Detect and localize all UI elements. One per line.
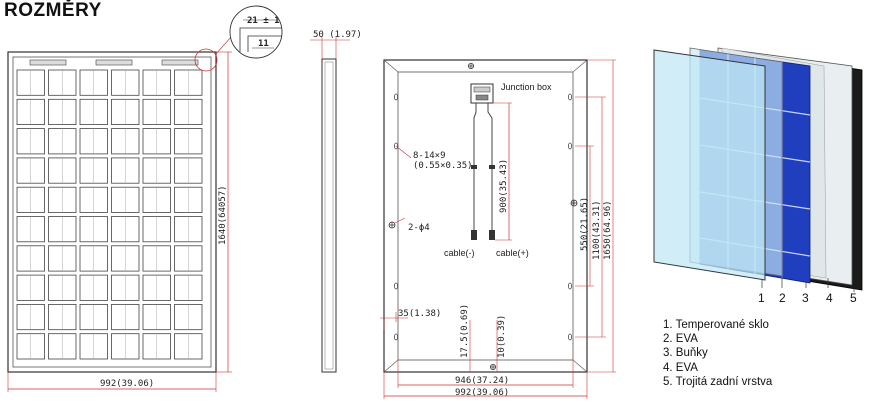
holes-dim: 8-14×9: [413, 151, 446, 161]
junction-box-label: Junction box: [501, 82, 552, 92]
legend-item-3: 3. Buňky: [663, 347, 708, 360]
detail-marker: [194, 48, 218, 72]
side-thickness-dim: 50 (1.97): [313, 30, 362, 40]
front-view: 21 ± 1 11 1640(64057) 992(39.06): [7, 5, 283, 392]
dim-35: 35(1.38): [398, 309, 441, 319]
page-title: ROZMĚRY: [4, 0, 102, 21]
legend-item-4: 4. EVA: [663, 361, 698, 374]
bus-strip: [29, 59, 67, 66]
bus-strip: [95, 59, 133, 66]
dim-10: 10(0.39): [497, 315, 507, 358]
layer-number-4: 4: [826, 291, 833, 305]
cable-plus-connector: [489, 230, 495, 240]
cable-plus-label: cable(+): [496, 248, 529, 258]
detail-dim-21: 21 ± 1: [247, 16, 280, 26]
cell-grid: [16, 59, 203, 360]
layer-number-5: 5: [850, 291, 857, 305]
ground-dim: 2-ϕ4: [408, 223, 430, 233]
dim-1650: 1650(64.96): [603, 200, 613, 260]
ground-holes: [388, 63, 578, 370]
layer-legend: 1. Temperované sklo 2. EVA 3. Buňky 4. E…: [663, 318, 772, 389]
front-height-dim: 1640(64057): [218, 185, 228, 245]
layer-1-glass: [653, 49, 766, 281]
layers-view: 1 2 3 4 5: [653, 47, 863, 305]
legend-item-1: 1. Temperované sklo: [663, 319, 769, 331]
dim-1100: 1100(43.31): [592, 200, 602, 260]
detail-dim-11: 11: [258, 39, 269, 49]
dim-550: 550(21.65): [580, 197, 590, 251]
layer-number-2: 2: [779, 291, 786, 305]
back-view: Junction box cable(-) cable(+) 900(35.43…: [380, 59, 616, 399]
cable-length-dim: 900(35.43): [499, 159, 509, 213]
layer-number-1: 1: [758, 291, 765, 305]
mounting-holes: [393, 93, 573, 341]
dim-992: 992(39.06): [455, 388, 509, 398]
bus-strip: [161, 59, 199, 66]
detail-circle: [229, 5, 283, 59]
legend-item-2: 2. EVA: [663, 333, 698, 346]
cable-minus-label: cable(-): [444, 248, 475, 258]
cable-minus-connector: [471, 230, 477, 240]
front-width-dim: 992(39.06): [100, 379, 154, 389]
holes-dim-in: (0.55×0.35): [413, 161, 473, 171]
layer-number-3: 3: [802, 291, 809, 305]
legend-item-5: 5. Trojitá zadní vrstva: [663, 375, 773, 388]
side-view: 50 (1.97): [310, 30, 362, 373]
dim-946: 946(37.24): [455, 376, 509, 386]
junction-box: [470, 83, 494, 104]
dim-17-5: 17.5(0.69): [460, 304, 470, 358]
